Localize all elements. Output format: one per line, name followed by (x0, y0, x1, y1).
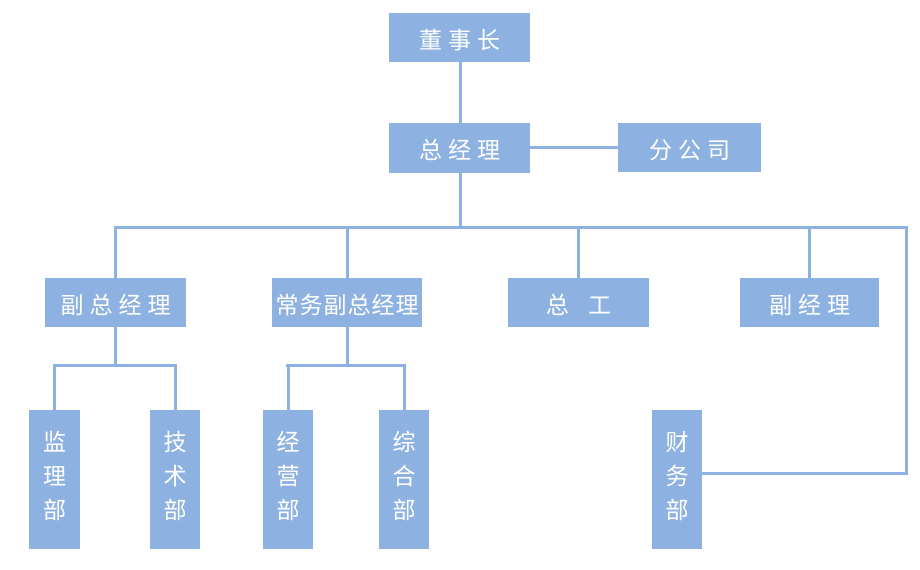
node-general-manager: 总经理 (389, 123, 530, 173)
connector-bus-to-deputy-manager (808, 226, 811, 278)
connector-to-finance-dept (702, 472, 908, 475)
node-deputy-general-manager: 副总经理 (45, 278, 186, 327)
connector-bus-to-deputy-gm (114, 226, 117, 278)
connector-to-technology-dept (174, 364, 177, 410)
node-technology-dept: 技术部 (150, 410, 200, 549)
node-chief-engineer: 总 工 (508, 278, 649, 327)
node-finance-dept: 财务部 (652, 410, 702, 549)
node-executive-deputy-general-manager: 常务副总经理 (272, 278, 422, 327)
connector-to-supervision-dept (53, 364, 56, 410)
connector-to-general-affairs-dept (403, 364, 406, 410)
connector-to-operation-dept (287, 364, 290, 410)
connector-exec-deputy-gm-down (346, 327, 349, 366)
connector-bus-right-drop (905, 226, 908, 475)
connector-exec-deputy-gm-branch-bar (286, 364, 406, 367)
node-chairman: 董事长 (389, 13, 530, 62)
node-operation-dept: 经营部 (263, 410, 313, 549)
node-general-affairs-dept: 综合部 (379, 410, 429, 549)
connector-bus-to-chief-engineer (577, 226, 580, 278)
connector-bus-to-exec-deputy-gm (346, 226, 349, 278)
node-supervision-dept: 监理部 (29, 410, 80, 549)
node-deputy-manager: 副经理 (740, 278, 879, 327)
connector-deputy-gm-down (114, 327, 117, 366)
connector-main-bus (114, 226, 908, 229)
connector-deputy-gm-branch-bar (53, 364, 177, 367)
connector-chairman-to-gm (459, 62, 462, 123)
node-branch-company: 分公司 (618, 123, 761, 172)
connector-gm-to-bus (459, 173, 462, 227)
connector-gm-to-branch-company (530, 146, 618, 149)
